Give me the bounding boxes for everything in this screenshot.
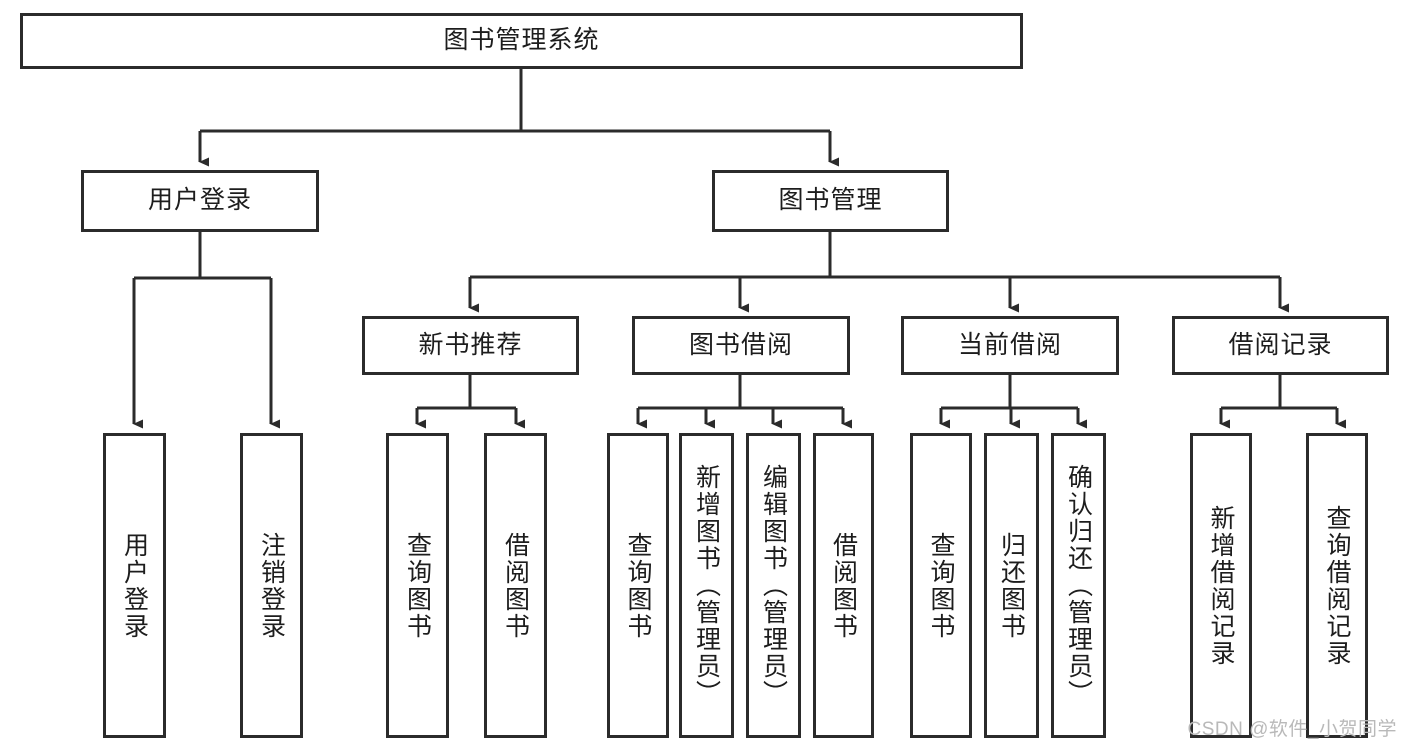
node-label: 图书借阅 [688, 330, 793, 359]
leaf-label: 注销登录 [257, 531, 286, 640]
leaf-label: 归还图书 [997, 531, 1026, 640]
csdn-watermark: CSDN @软件_小贺同学 [1187, 719, 1397, 740]
node-book-manage[interactable]: 图书管理 [712, 170, 949, 232]
node-label: 当前借阅 [957, 330, 1062, 359]
leaf-label: 确认归还（管理员） [1064, 464, 1093, 707]
leaf-label: 查询借阅记录 [1323, 504, 1351, 667]
leaf-query-book-2[interactable]: 查询图书 [607, 433, 669, 738]
leaf-user-login[interactable]: 用户登录 [103, 433, 166, 738]
leaf-edit-book-admin[interactable]: 编辑图书（管理员） [746, 433, 801, 738]
leaf-label: 借阅图书 [501, 531, 530, 640]
leaf-add-book-admin[interactable]: 新增图书（管理员） [679, 433, 734, 738]
node-loan-record[interactable]: 借阅记录 [1172, 316, 1389, 375]
leaf-query-book-3[interactable]: 查询图书 [910, 433, 972, 738]
node-book-borrow[interactable]: 图书借阅 [632, 316, 850, 375]
leaf-logout[interactable]: 注销登录 [240, 433, 303, 738]
leaf-label: 借阅图书 [829, 531, 858, 640]
node-new-book-recommend[interactable]: 新书推荐 [362, 316, 579, 375]
leaf-label: 编辑图书（管理员） [759, 464, 788, 707]
leaf-label: 查询图书 [927, 531, 955, 640]
leaf-label: 查询图书 [403, 531, 432, 640]
leaf-return-book[interactable]: 归还图书 [984, 433, 1039, 738]
node-root-system[interactable]: 图书管理系统 [20, 13, 1023, 69]
leaf-borrow-book-1[interactable]: 借阅图书 [484, 433, 547, 738]
node-user-login[interactable]: 用户登录 [81, 170, 319, 232]
leaf-borrow-book-2[interactable]: 借阅图书 [813, 433, 874, 738]
node-label: 图书管理系统 [443, 26, 600, 55]
node-label: 新书推荐 [418, 330, 523, 359]
leaf-query-book-1[interactable]: 查询图书 [386, 433, 449, 738]
leaf-label: 查询图书 [624, 531, 652, 640]
leaf-label: 用户登录 [120, 531, 149, 640]
node-label: 图书管理 [778, 186, 883, 215]
node-label: 借阅记录 [1228, 330, 1333, 359]
leaf-query-loan-record[interactable]: 查询借阅记录 [1306, 433, 1368, 738]
leaf-label: 新增图书（管理员） [692, 464, 721, 707]
leaf-confirm-return-admin[interactable]: 确认归还（管理员） [1051, 433, 1106, 738]
node-current-loan[interactable]: 当前借阅 [901, 316, 1119, 375]
leaf-add-loan-record[interactable]: 新增借阅记录 [1190, 433, 1252, 738]
node-label: 用户登录 [147, 186, 252, 215]
leaf-label: 新增借阅记录 [1207, 504, 1235, 667]
